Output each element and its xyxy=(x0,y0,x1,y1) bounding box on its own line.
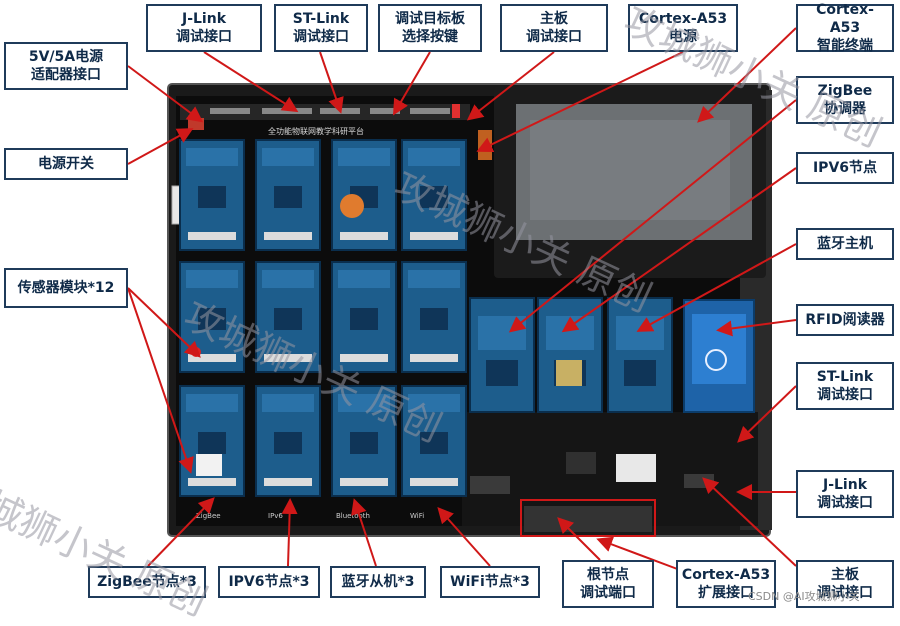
mainboard-logo-tile xyxy=(616,454,656,482)
label-cortex-expansion: Cortex-A53 扩展接口 xyxy=(676,560,776,608)
node-legend-strip xyxy=(180,508,460,522)
annotation-arrow xyxy=(716,319,797,337)
label-jlink-top: J-Link 调试接口 xyxy=(146,4,262,52)
annotation-arrow xyxy=(127,128,194,165)
sensor-module xyxy=(255,139,321,251)
label-cortex-terminal: Cortex-A53 智能终端 xyxy=(796,2,894,54)
platform-title-strip xyxy=(260,124,420,136)
platform-title: 全功能物联网教学科研平台 xyxy=(268,126,364,136)
annotation-arrow xyxy=(596,536,681,571)
sensor-module xyxy=(179,139,245,251)
humidity-sensor xyxy=(196,454,222,476)
annotation-arrow xyxy=(508,99,797,333)
orange-sensor xyxy=(340,194,364,218)
label-rfid-reader: RFID阅读器 xyxy=(796,304,894,336)
node-module xyxy=(537,297,603,413)
platform-board-photo: 全功能物联网教学科研平台 ZigBee IPv6 Bluetooth W xyxy=(127,27,797,571)
annotation-arrow xyxy=(319,51,344,114)
label-stlink-right: ST-Link 调试接口 xyxy=(796,362,894,410)
sensor-module xyxy=(255,385,321,497)
sensor-module xyxy=(401,261,467,373)
legend-bluetooth: Bluetooth xyxy=(336,512,370,520)
label-root-node-port: 根节点 调试端口 xyxy=(562,560,654,608)
annotation-arrow xyxy=(697,27,797,123)
annotation-arrow xyxy=(281,498,298,567)
annotation-arrow xyxy=(557,517,601,561)
label-bt-master: 蓝牙主机 xyxy=(796,228,894,260)
annotation-arrow xyxy=(702,477,797,567)
node-module-row xyxy=(469,297,673,413)
csdn-watermark: CSDN @AI攻城狮小关 xyxy=(748,590,860,603)
sensor-module xyxy=(255,261,321,373)
annotation-arrow xyxy=(351,498,377,567)
annotation-arrow xyxy=(127,287,201,358)
annotation-arrows xyxy=(127,27,797,571)
label-wifi-nodes: WiFi节点*3 xyxy=(440,566,540,598)
label-zigbee-coordinator: ZigBee 协调器 xyxy=(796,76,894,124)
power-switch-hw xyxy=(188,118,204,130)
label-mainboard-debug-top: 主板 调试接口 xyxy=(500,4,608,52)
node-legend-text: ZigBee IPv6 Bluetooth WiFi xyxy=(196,512,424,520)
red-highlight-box xyxy=(520,499,656,537)
label-sensor-modules: 传感器模块*12 xyxy=(4,268,128,308)
label-zigbee-nodes: ZigBee节点*3 xyxy=(88,566,206,598)
annotation-arrow xyxy=(466,51,555,121)
node-module xyxy=(607,297,673,413)
zigbee-chip xyxy=(556,360,582,386)
annotation-arrow xyxy=(392,51,431,116)
label-power-adapter: 5V/5A电源 适配器接口 xyxy=(4,42,128,90)
node-module xyxy=(469,297,535,413)
legend-zigbee: ZigBee xyxy=(196,512,221,520)
red-switch-hw xyxy=(452,104,460,118)
annotation-arrow xyxy=(737,385,797,443)
sensor-module xyxy=(331,385,397,497)
annotation-arrow xyxy=(561,167,797,333)
expansion-ports xyxy=(524,506,652,532)
label-ipv6-nodes: IPV6节点*3 xyxy=(218,566,320,598)
label-power-switch: 电源开关 xyxy=(4,148,128,180)
mainboard-ic xyxy=(566,452,596,474)
annotation-arrow xyxy=(476,51,684,152)
sensor-module xyxy=(331,139,397,251)
annotation-arrow xyxy=(127,65,204,123)
sensor-module xyxy=(401,385,467,497)
sensor-module-grid xyxy=(179,139,467,497)
label-mainboard-debug-right: 主板 调试接口 xyxy=(796,560,894,608)
label-target-select: 调试目标板 选择按键 xyxy=(378,4,482,52)
legend-ipv6: IPv6 xyxy=(268,512,283,520)
annotation-arrow xyxy=(147,497,215,567)
label-stlink-top: ST-Link 调试接口 xyxy=(274,4,368,52)
annotation-arrow xyxy=(127,287,194,474)
label-bt-slaves: 蓝牙从机*3 xyxy=(330,566,426,598)
sensor-module xyxy=(179,385,245,497)
annotation-arrow xyxy=(437,507,491,567)
legend-wifi: WiFi xyxy=(410,512,424,520)
sensor-module xyxy=(401,139,467,251)
sensor-module xyxy=(179,261,245,373)
sensor-module xyxy=(331,261,397,373)
label-cortex-power: Cortex-A53 电源 xyxy=(628,4,738,52)
annotation-arrow xyxy=(636,243,797,332)
annotation-arrow xyxy=(203,51,299,113)
top-connector-pins xyxy=(210,108,450,114)
label-jlink-right: J-Link 调试接口 xyxy=(796,470,894,518)
label-ipv6-node: IPV6节点 xyxy=(796,152,894,184)
